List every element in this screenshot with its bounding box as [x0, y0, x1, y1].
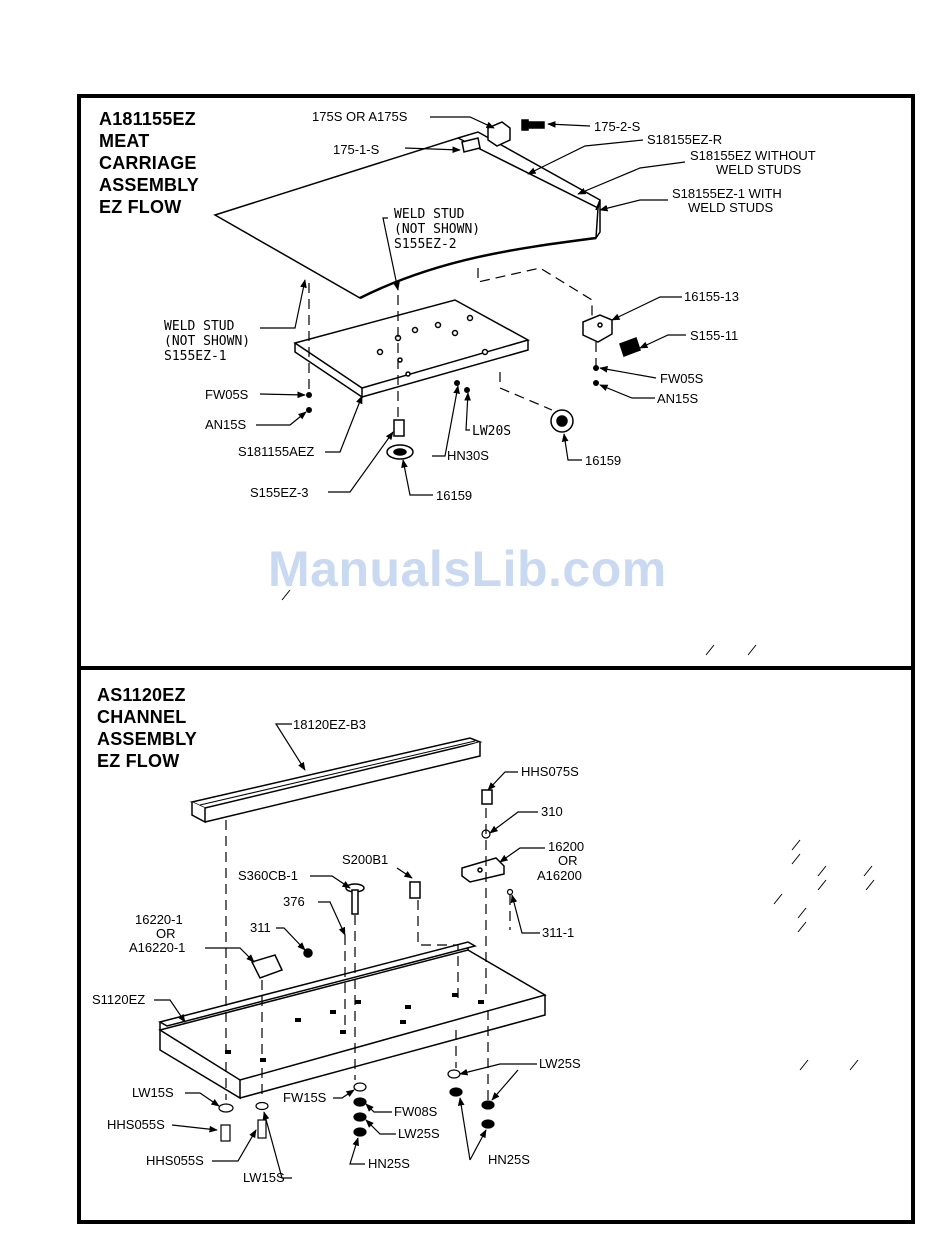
label-hn25s-right: HN25S — [488, 1152, 530, 1167]
label-weld-stud-1a: WELD STUD — [164, 319, 235, 334]
meat-carriage-assembly-title: A181155EZ MEAT CARRIAGE ASSEMBLY EZ FLOW — [99, 108, 199, 218]
label-weld-stud-2a: WELD STUD — [394, 207, 465, 222]
bolt-175-2 — [521, 119, 545, 131]
label-16159-bottom: 16159 — [436, 488, 472, 503]
label-376: 376 — [283, 894, 305, 909]
small-hardware-dots — [306, 365, 599, 413]
label-fw15s: FW15S — [283, 1090, 327, 1105]
label-weld-stud-2b: (NOT SHOWN) — [394, 222, 480, 237]
dashed-guides-top — [308, 267, 597, 420]
label-16200-or: OR — [558, 853, 578, 868]
bracket-16155-13 — [582, 314, 613, 343]
label-s18155ez-r: S18155EZ-R — [647, 132, 722, 147]
screw-hhs075s — [481, 789, 493, 805]
roller-16159-right — [550, 409, 574, 433]
stop-bracket — [461, 121, 511, 153]
title-line: A181155EZ — [99, 109, 196, 129]
label-hhs075s: HHS075S — [521, 764, 579, 779]
label-311: 311 — [250, 920, 271, 935]
bracket-16200 — [461, 857, 505, 883]
channel-holes — [225, 993, 484, 1062]
title-line: CARRIAGE — [99, 153, 197, 173]
title-line: ASSEMBLY — [99, 175, 199, 195]
label-s155ez-3: S155EZ-3 — [250, 485, 309, 500]
label-310: 310 — [541, 804, 563, 819]
label-175-2-s: 175-2-S — [594, 119, 641, 134]
label-s181155aez: S181155AEZ — [238, 444, 314, 459]
title-line: MEAT — [99, 131, 150, 151]
channel-s1120ez — [158, 941, 547, 1100]
label-s1120ez: S1120EZ — [92, 992, 145, 1007]
cover-18120ez-b3 — [189, 737, 483, 824]
carriage-plate — [213, 131, 601, 300]
label-fw05s-right: FW05S — [660, 371, 704, 386]
label-an15s-right: AN15S — [657, 391, 699, 406]
leader-lines-bottom — [154, 723, 545, 1179]
callout-labels-bottom: 18120EZ-B3 HHS075S 310 16200 OR A16200 S… — [92, 717, 584, 1185]
leader-lines-top — [256, 116, 686, 496]
watermark-text: ManualsLib.com — [268, 541, 667, 597]
stud-s200b1 — [409, 881, 421, 899]
label-hhs055s-2: HHS055S — [146, 1153, 204, 1168]
label-18120ez-b3: 18120EZ-B3 — [293, 717, 366, 732]
label-weld-stud-1c: S155EZ-1 — [164, 349, 227, 364]
roller-16159-bottom — [386, 444, 414, 460]
bolt-s360cb-1 — [345, 883, 365, 915]
label-s18155ez-without-2: WELD STUDS — [716, 162, 802, 177]
label-hn25s-middle: HN25S — [368, 1156, 410, 1171]
label-fw05s-left: FW05S — [205, 387, 249, 402]
label-hhs055s-1: HHS055S — [107, 1117, 165, 1132]
label-s18155ez-1-with: S18155EZ-1 WITH — [672, 186, 782, 201]
label-s360cb-1: S360CB-1 — [238, 868, 298, 883]
label-lw20s: LW20S — [472, 424, 511, 439]
carriage-rail — [293, 299, 530, 399]
label-a16220-1: A16220-1 — [129, 940, 185, 955]
label-311-1: 311-1 — [542, 925, 574, 940]
title-line: CHANNEL — [97, 707, 187, 727]
stray-marks — [281, 589, 875, 1071]
label-hn30s: HN30S — [447, 448, 489, 463]
label-16220-1: 16220-1 — [135, 912, 183, 927]
label-lw15s-top: LW15S — [132, 1085, 174, 1100]
label-a16200: A16200 — [537, 868, 582, 883]
label-fw08s: FW08S — [394, 1104, 438, 1119]
label-s155-11: S155-11 — [690, 328, 738, 343]
channel-assembly-title: AS1120EZ CHANNEL ASSEMBLY EZ FLOW — [97, 684, 197, 772]
title-line: AS1120EZ — [97, 685, 186, 705]
callout-labels-top: 175S OR A175S 175-2-S 175-1-S S18155EZ-R… — [164, 109, 816, 503]
label-weld-stud-2c: S155EZ-2 — [394, 237, 457, 252]
label-lw25s-right: LW25S — [539, 1056, 581, 1071]
label-16200: 16200 — [548, 839, 584, 854]
label-175s: 175S OR A175S — [312, 109, 408, 124]
label-16159-right: 16159 — [585, 453, 621, 468]
dashed-guides-bottom — [225, 808, 511, 1100]
label-weld-stud-1b: (NOT SHOWN) — [164, 334, 250, 349]
label-16155-13: 16155-13 — [684, 289, 739, 304]
label-s18155ez-1-with-2: WELD STUDS — [688, 200, 774, 215]
title-line: EZ FLOW — [97, 751, 180, 771]
screw-s155-11 — [619, 337, 641, 357]
title-line: ASSEMBLY — [97, 729, 197, 749]
label-an15s-left: AN15S — [205, 417, 247, 432]
pad-16220-1 — [250, 948, 313, 979]
stud-s155ez-3 — [393, 419, 405, 437]
label-175-1-s: 175-1-S — [333, 142, 380, 157]
label-16220-or: OR — [156, 926, 176, 941]
label-s200b1: S200B1 — [342, 852, 388, 867]
title-line: EZ FLOW — [99, 197, 182, 217]
label-s18155ez-without: S18155EZ WITHOUT — [690, 148, 816, 163]
label-lw15s-bottom: LW15S — [243, 1170, 285, 1185]
label-lw25s-middle: LW25S — [398, 1126, 440, 1141]
